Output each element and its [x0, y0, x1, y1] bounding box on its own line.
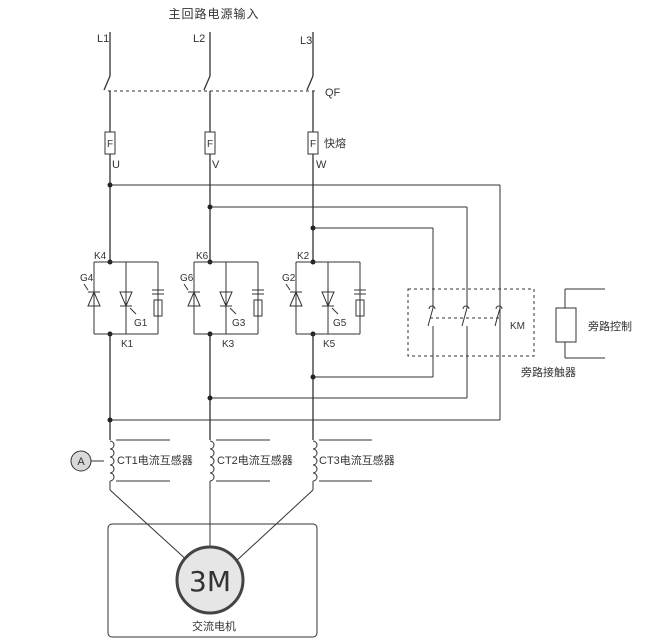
terminal-u: U — [112, 159, 120, 171]
gate-g2: G2 — [282, 273, 296, 284]
gate-g5: G5 — [333, 318, 347, 329]
ct2-label: CT2电流互感器 — [217, 453, 293, 467]
bypass-wiring — [110, 184, 501, 421]
ct1-label: CT1电流互感器 — [117, 453, 193, 467]
ammeter-symbol: A — [77, 456, 85, 468]
fuse-symbol-1: F — [107, 139, 113, 150]
fuse-symbol-2: F — [207, 139, 213, 150]
thyristor-module-1 — [83, 261, 164, 335]
terminal-w: W — [316, 159, 327, 171]
gate-g4: G4 — [80, 273, 94, 284]
terminal-v: V — [212, 159, 220, 171]
ct3-label: CT3电流互感器 — [319, 453, 395, 467]
phase-label-l3: L3 — [300, 35, 312, 47]
contactor-label: 旁路接触器 — [521, 365, 576, 379]
current-transformers — [109, 439, 372, 482]
breaker-qf — [103, 75, 318, 132]
motor-circle — [175, 545, 245, 615]
motor-label: 交流电机 — [192, 619, 236, 633]
motor-feeds — [109, 481, 314, 564]
node-k4: K4 — [94, 251, 107, 262]
contactor-symbol: KM — [510, 321, 525, 332]
diagram-title: 主回路电源输入 — [168, 6, 259, 21]
phase-label-l1: L1 — [97, 33, 109, 45]
phase-conductors — [109, 154, 314, 440]
thyristor-module-3 — [285, 261, 366, 335]
ammeter — [70, 450, 104, 472]
motor-symbol: 3M — [189, 565, 231, 598]
gate-g3: G3 — [232, 318, 246, 329]
gate-g6: G6 — [180, 273, 194, 284]
junction-dots — [107, 182, 316, 423]
fuse-symbol-3: F — [310, 139, 316, 150]
node-k6: K6 — [196, 251, 209, 262]
breaker-label: QF — [325, 87, 341, 99]
bypass-control-coil — [555, 288, 605, 359]
node-k1: K1 — [121, 339, 134, 350]
fuse-label: 快熔 — [324, 136, 346, 150]
bypass-contactor — [407, 288, 535, 357]
node-k3: K3 — [222, 339, 235, 350]
phase-label-l2: L2 — [193, 33, 205, 45]
incoming-lines — [109, 32, 314, 76]
thyristor-module-2 — [183, 261, 264, 335]
motor-enclosure — [107, 523, 318, 638]
node-k2: K2 — [297, 251, 310, 262]
bypass-control-label: 旁路控制 — [588, 319, 632, 333]
node-k5: K5 — [323, 339, 336, 350]
gate-g1: G1 — [134, 318, 148, 329]
